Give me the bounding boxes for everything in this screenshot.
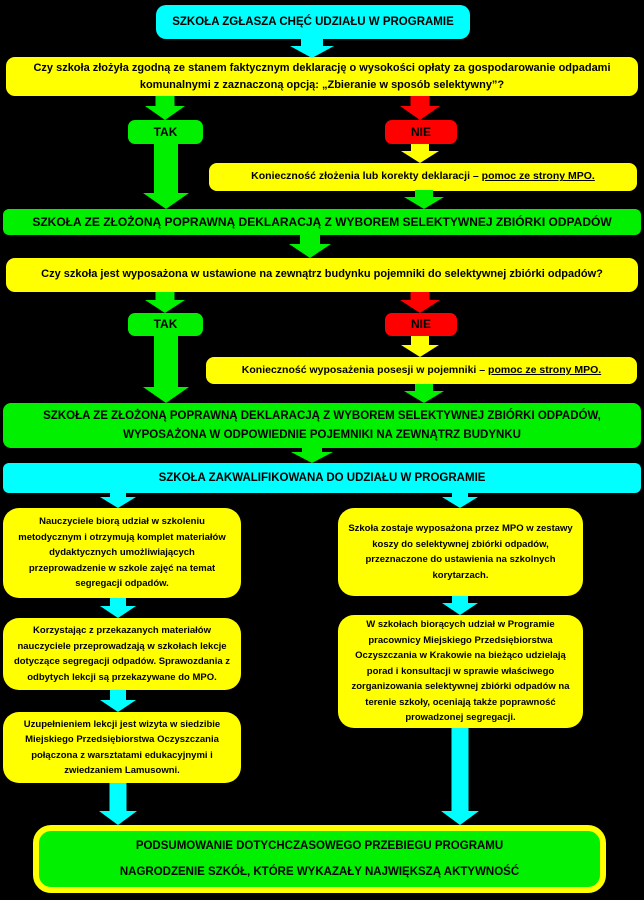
arrow-state1-to-q2 — [289, 234, 331, 258]
question-2-box: Czy szkoła jest wyposażona w ustawione n… — [6, 258, 638, 292]
tak-2-label: TAK — [153, 317, 178, 331]
arrow-qualified-to-right-column — [442, 493, 478, 508]
nie-1-label: NIE — [410, 124, 431, 139]
start-box-label: SZKOŁA ZGŁASZA CHĘĆ UDZIAŁU W PROGRAMIE — [172, 15, 454, 28]
left-step-1-box: Nauczyciele biorą udział w szkoleniu met… — [3, 508, 241, 598]
arrow-right1-to-right2 — [442, 596, 478, 615]
arrow-tak1-to-state1 — [143, 144, 189, 209]
help-2-text: Konieczność wyposażenia posesji w pojemn… — [241, 363, 602, 376]
arrow-nie1-to-help1 — [401, 144, 439, 163]
start-box: SZKOŁA ZGŁASZA CHĘĆ UDZIAŁU W PROGRAMIE — [156, 5, 470, 39]
right-step-2-text: W szkołach biorących udział w Programie … — [351, 619, 570, 724]
arrow-left1-to-left2 — [100, 598, 136, 618]
final-summary-box: PODSUMOWANIE DOTYCHCZASOWEGO PRZEBIEGU P… — [33, 825, 606, 893]
left-step-3-text: Uzupełnieniem lekcji jest wizyta w siedz… — [23, 718, 221, 777]
qualified-box: SZKOŁA ZAKWALIFIKOWANA DO UDZIAŁU W PROG… — [3, 463, 641, 493]
left-step-2-box: Korzystając z przekazanych materiałów na… — [3, 618, 241, 690]
nie-2-badge: NIE — [385, 313, 457, 336]
arrow-help2-to-state2 — [404, 384, 444, 403]
arrow-q1-no — [400, 96, 440, 120]
arrow-qualified-to-left-column — [100, 493, 136, 508]
state-2-box: SZKOŁA ZE ZŁOŻONĄ POPRAWNĄ DEKLARACJĄ Z … — [3, 403, 641, 448]
arrow-q2-yes — [145, 292, 185, 313]
help-1-text: Konieczność złożenia lub korekty deklara… — [251, 170, 595, 183]
state-1-box: SZKOŁA ZE ZŁOŻONĄ POPRAWNĄ DEKLARACJĄ Z … — [3, 209, 641, 235]
help-1-mpo-link: pomoc ze strony MPO. — [481, 170, 595, 183]
tak-1-badge: TAK — [128, 120, 203, 144]
help-1-box: Konieczność złożenia lub korekty deklara… — [209, 163, 637, 191]
final-line2: NAGRODZENIE SZKÓŁ, KTÓRE WYKAZAŁY NAJWIĘ… — [119, 865, 520, 878]
state-1-text: SZKOŁA ZE ZŁOŻONĄ POPRAWNĄ DEKLARACJĄ Z … — [32, 214, 612, 229]
question-1-box: Czy szkoła złożyła zgodną ze stanem fakt… — [6, 57, 638, 96]
arrow-state2-to-qualified — [291, 448, 333, 463]
tak-1-label: TAK — [153, 124, 178, 139]
right-step-1-text: Szkoła zostaje wyposażona przez MPO w ze… — [348, 523, 573, 581]
arrow-left3-to-final — [99, 783, 137, 825]
state-2-line2: WYPOSAŻONA W ODPOWIEDNIE POJEMNIKI NA ZE… — [123, 428, 521, 441]
final-line1: PODSUMOWANIE DOTYCHCZASOWEGO PRZEBIEGU P… — [135, 840, 504, 853]
arrow-right2-to-final — [441, 728, 479, 825]
arrow-q1-yes — [145, 96, 185, 120]
question-2-text: Czy szkoła jest wyposażona w ustawione n… — [41, 268, 603, 281]
right-step-1-box: Szkoła zostaje wyposażona przez MPO w ze… — [338, 508, 583, 596]
nie-2-label: NIE — [410, 317, 431, 331]
left-step-1-text: Nauczyciele biorą udział w szkoleniu met… — [18, 516, 226, 590]
arrow-nie2-to-help2 — [401, 336, 439, 357]
qualified-text: SZKOŁA ZAKWALIFIKOWANA DO UDZIAŁU W PROG… — [158, 471, 486, 484]
left-step-3-box: Uzupełnieniem lekcji jest wizyta w siedz… — [3, 712, 241, 783]
nie-1-badge: NIE — [385, 120, 457, 144]
help-2-box: Konieczność wyposażenia posesji w pojemn… — [206, 357, 637, 384]
arrow-tak2-to-state2 — [143, 336, 189, 403]
arrow-start-to-q1 — [290, 39, 334, 58]
arrow-q2-no — [400, 292, 440, 313]
left-step-2-text: Korzystając z przekazanych materiałów na… — [13, 625, 231, 683]
help-2-mpo-link: pomoc ze strony MPO. — [488, 363, 602, 376]
state-2-line1: SZKOŁA ZE ZŁOŻONĄ POPRAWNĄ DEKLARACJĄ Z … — [43, 409, 601, 422]
tak-2-badge: TAK — [128, 313, 203, 336]
question-1-text: Czy szkoła złożyła zgodną ze stanem fakt… — [33, 61, 611, 91]
arrow-left2-to-left3 — [100, 690, 136, 712]
right-step-2-box: W szkołach biorących udział w Programie … — [338, 615, 583, 728]
arrow-help1-to-state1 — [404, 190, 444, 209]
